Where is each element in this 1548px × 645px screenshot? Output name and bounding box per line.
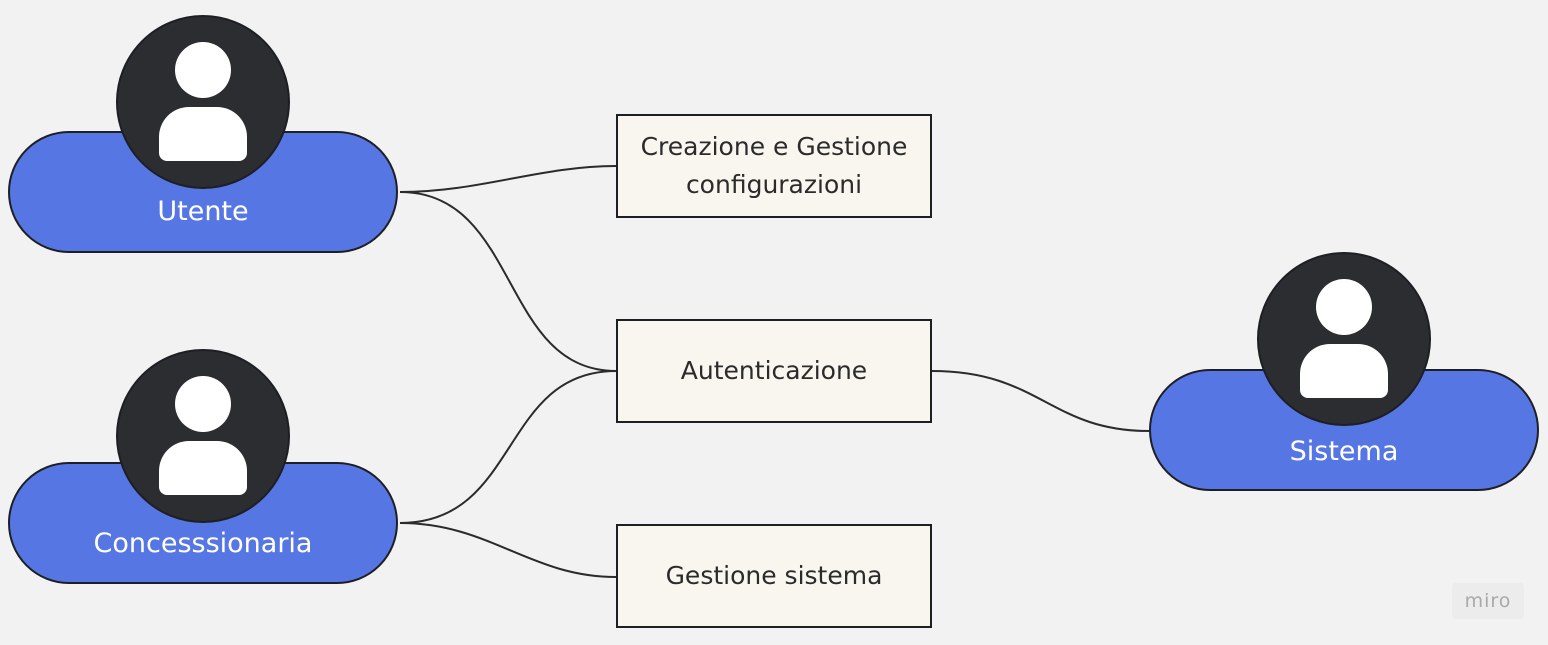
user-icon [175,376,231,432]
actor-utente-avatar [116,15,290,189]
actor-sistema-label: Sistema [1289,436,1399,467]
connector-autenticazione-sistema [931,370,1150,432]
usecase-creazione-gestione-label: Creazione e Gestione configurazioni [640,132,908,199]
actor-concessionaria-label: Concesssionaria [93,528,313,559]
user-icon-body [159,441,247,495]
user-icon-body [1300,344,1388,398]
connector-utente-autenticazione [399,191,617,372]
usecase-gestione-sistema[interactable]: Gestione sistema [616,524,932,628]
actor-utente-label: Utente [157,196,249,227]
miro-watermark: miro [1452,583,1524,619]
user-icon-body [159,107,247,161]
usecase-autenticazione[interactable]: Autenticazione [616,319,932,423]
connector-concessionaria-autenticazione [399,370,617,524]
usecase-gestione-sistema-label: Gestione sistema [665,561,883,590]
usecase-autenticazione-label: Autenticazione [680,356,868,385]
usecase-creazione-gestione[interactable]: Creazione e Gestione configurazioni [616,114,932,218]
user-icon [1316,279,1372,335]
actor-concessionaria-avatar [116,349,290,523]
user-icon [175,42,231,98]
connector-utente-creazione [399,165,617,193]
connector-concessionaria-gestione [399,522,617,578]
actor-sistema-avatar [1257,252,1431,426]
